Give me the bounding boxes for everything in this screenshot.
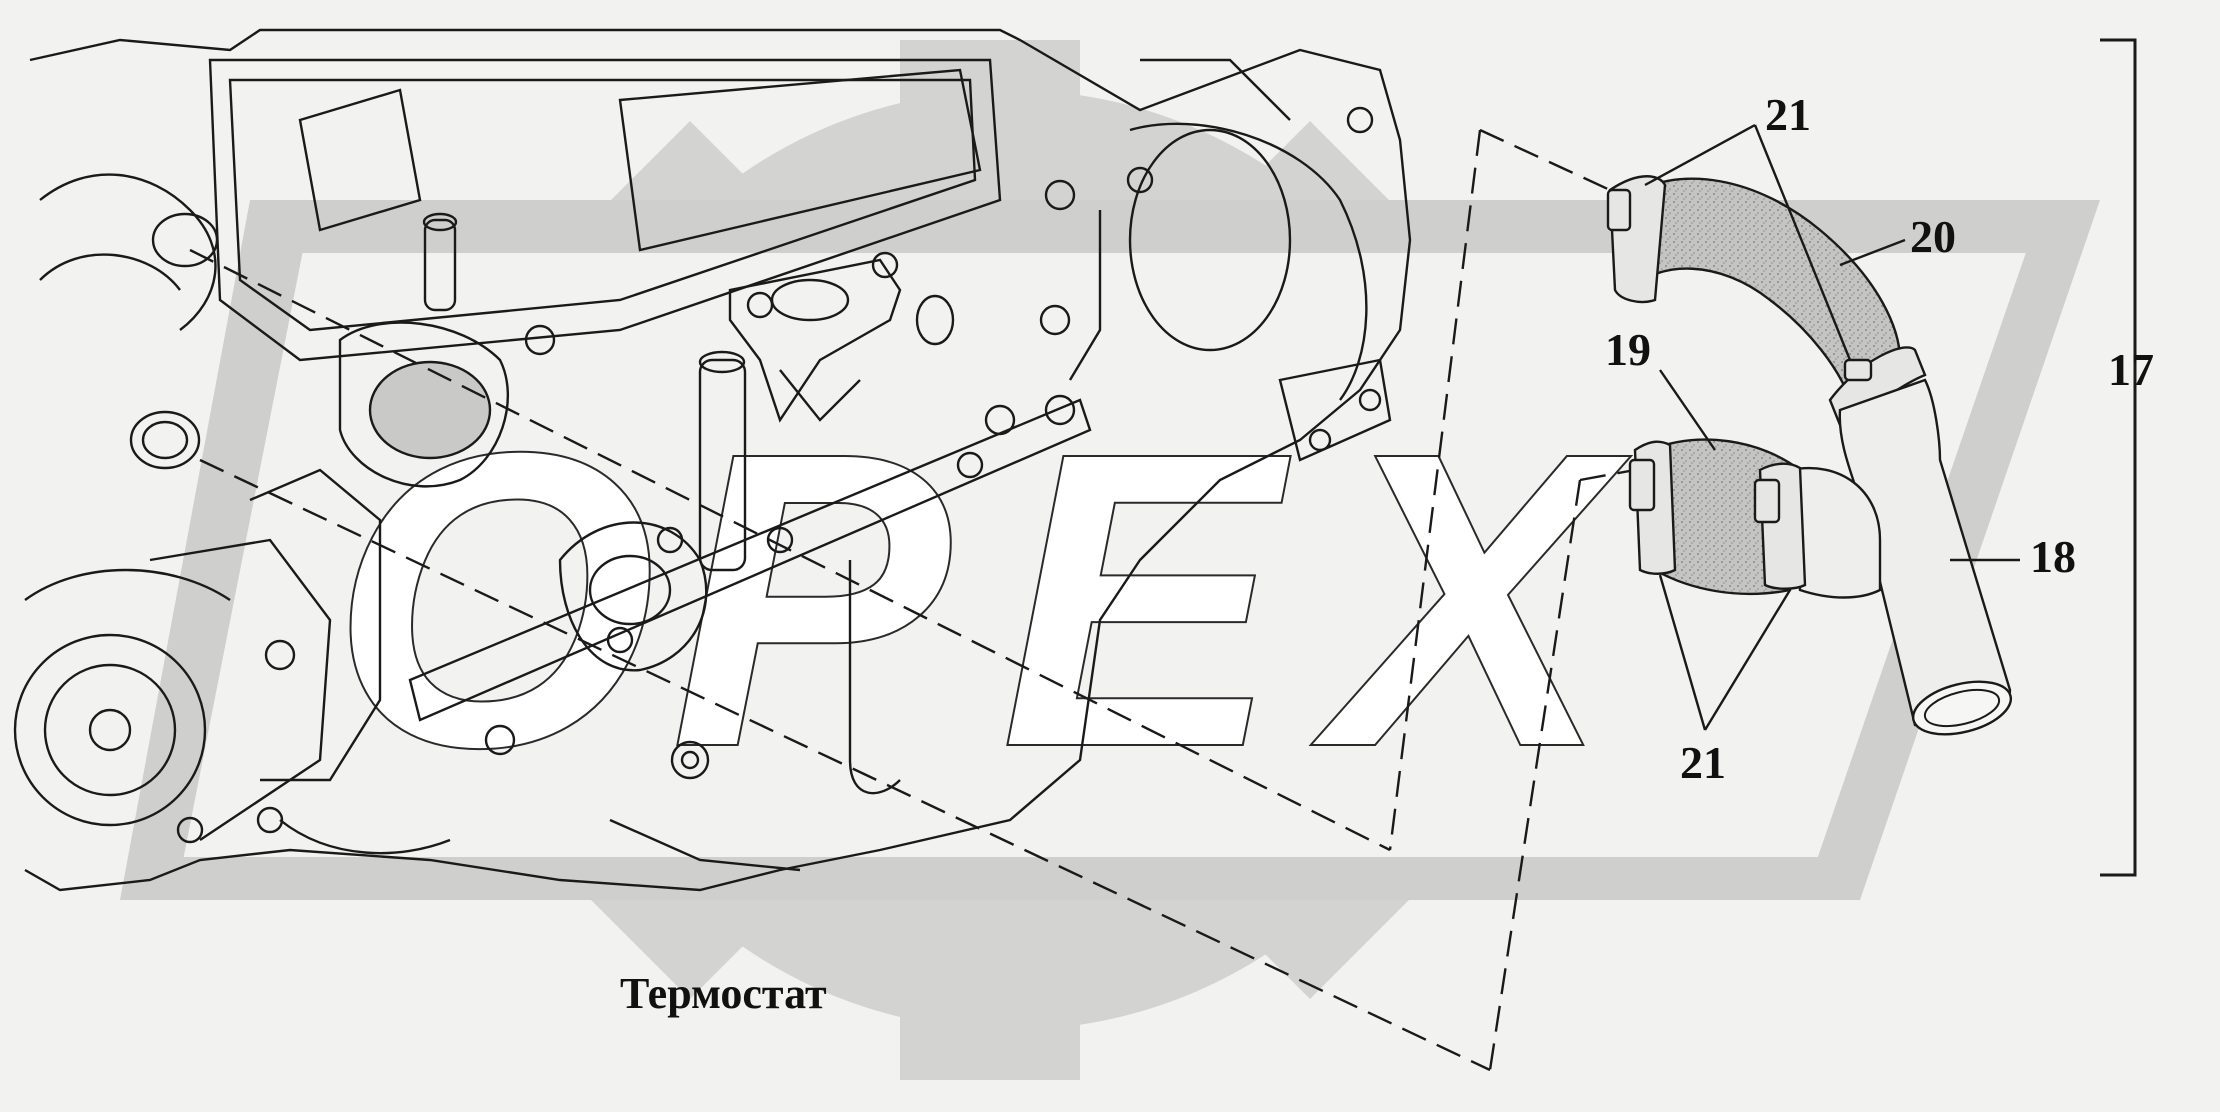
pipe-18-end [1911, 680, 2013, 736]
clamp-21-lower-right [1753, 462, 1807, 590]
callout-21-top: 21 [1765, 89, 1811, 140]
watermark-letter-x: X [1310, 366, 1632, 835]
diagram-caption: Термостат [620, 969, 827, 1018]
callout-leaders [1644, 123, 2020, 731]
clamp-21-upper-left [1606, 175, 1667, 304]
watermark-letter-e: E [1000, 366, 1295, 835]
watermark-letter-p: P [670, 366, 952, 835]
hose-assembly [1606, 175, 2013, 736]
callout-18: 18 [2030, 531, 2076, 582]
callout-19: 19 [1605, 324, 1651, 375]
watermark-logo: O P E X [120, 40, 2100, 1080]
callout-20: 20 [1910, 211, 1956, 262]
clamp-21-lower-left [1628, 440, 1677, 575]
engine-block-drawing [13, 28, 1412, 892]
lower-pipe-elbow [1788, 466, 1882, 599]
assembly-bracket-17 [2100, 38, 2137, 877]
watermark-banner-inner [176, 247, 2035, 863]
pipe-18-end-inner [1923, 688, 2001, 728]
callout-17: 17 [2108, 344, 2154, 395]
callout-21-bottom: 21 [1680, 737, 1726, 788]
assembly-leader-lines [189, 128, 1636, 1072]
